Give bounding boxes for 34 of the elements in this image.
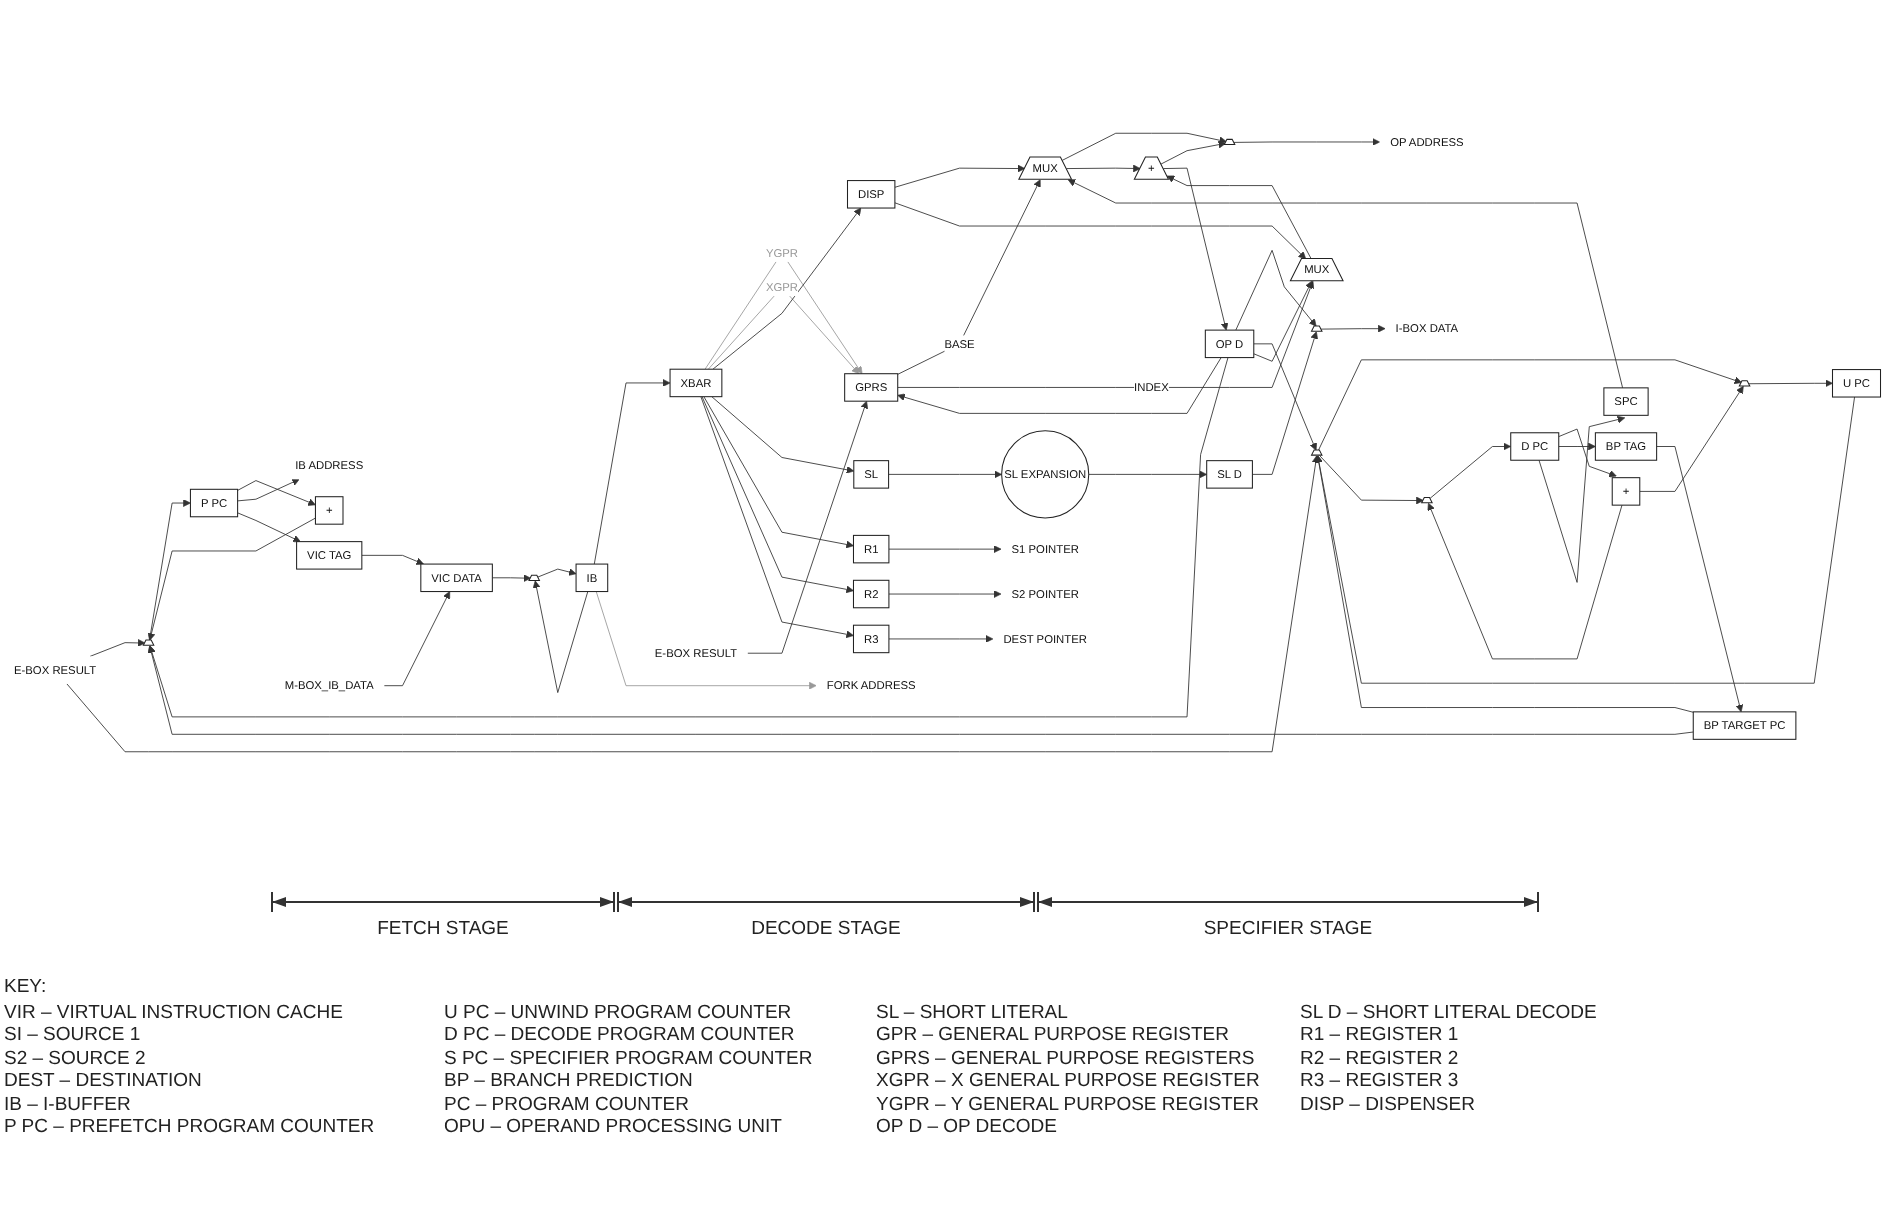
node-trapezoid [1420, 497, 1433, 504]
stage-label: SPECIFIER STAGE [1203, 918, 1373, 940]
stage-label: DECODE STAGE [751, 918, 901, 940]
key-entry: VIR – VIRTUAL INSTRUCTION CACHE [4, 1002, 345, 1025]
key-entry: R1 – REGISTER 1 [1300, 1024, 1461, 1048]
node-trapezoid [1310, 325, 1323, 332]
key-entry: YGPR – Y GENERAL PURPOSE REGISTER [876, 1093, 1260, 1117]
key-entry: BP – BRANCH PREDICTION [444, 1070, 695, 1094]
node-trapezoid [1738, 380, 1751, 387]
key-entry: S2 – SOURCE 2 [4, 1047, 148, 1071]
key-entry: D PC – DECODE PROGRAM COUNTER [444, 1024, 797, 1048]
key-entry: U PC – UNWIND PROGRAM COUNTER [444, 1002, 794, 1025]
key-entry: OPU – OPERAND PROCESSING UNIT [444, 1116, 784, 1139]
key-entry: R3 – REGISTER 3 [1300, 1070, 1461, 1094]
stage-label: FETCH STAGE [377, 918, 509, 940]
key-entry: DEST – DESTINATION [4, 1070, 204, 1094]
node-trapezoid [1223, 138, 1236, 146]
key-entry: GPR – GENERAL PURPOSE REGISTER [876, 1024, 1231, 1048]
key-entry: P PC – PREFETCH PROGRAM COUNTER [4, 1116, 375, 1139]
key-entry: SL D – SHORT LITERAL DECODE [1300, 1002, 1597, 1025]
key-entry: DISP – DISPENSER [1300, 1093, 1477, 1117]
key-heading: KEY: [4, 976, 47, 999]
node-trapezoid [1310, 449, 1323, 456]
node-trapezoid [528, 574, 541, 581]
node-trapezoid [142, 639, 155, 646]
key-entry: OP D – OP DECODE [876, 1116, 1059, 1139]
key-entry: IB – I-BUFFER [4, 1093, 133, 1117]
key-entry: PC – PROGRAM COUNTER [444, 1093, 691, 1117]
key-entry: SI – SOURCE 1 [4, 1024, 143, 1048]
key-entry: GPRS – GENERAL PURPOSE REGISTERS [876, 1047, 1257, 1071]
key-entry: SL – SHORT LITERAL [876, 1002, 1070, 1025]
key-entry: XGPR – X GENERAL PURPOSE REGISTER [876, 1070, 1260, 1094]
key-entry: R2 – REGISTER 2 [1300, 1047, 1461, 1071]
key-entry: S PC – SPECIFIER PROGRAM COUNTER [444, 1047, 813, 1071]
